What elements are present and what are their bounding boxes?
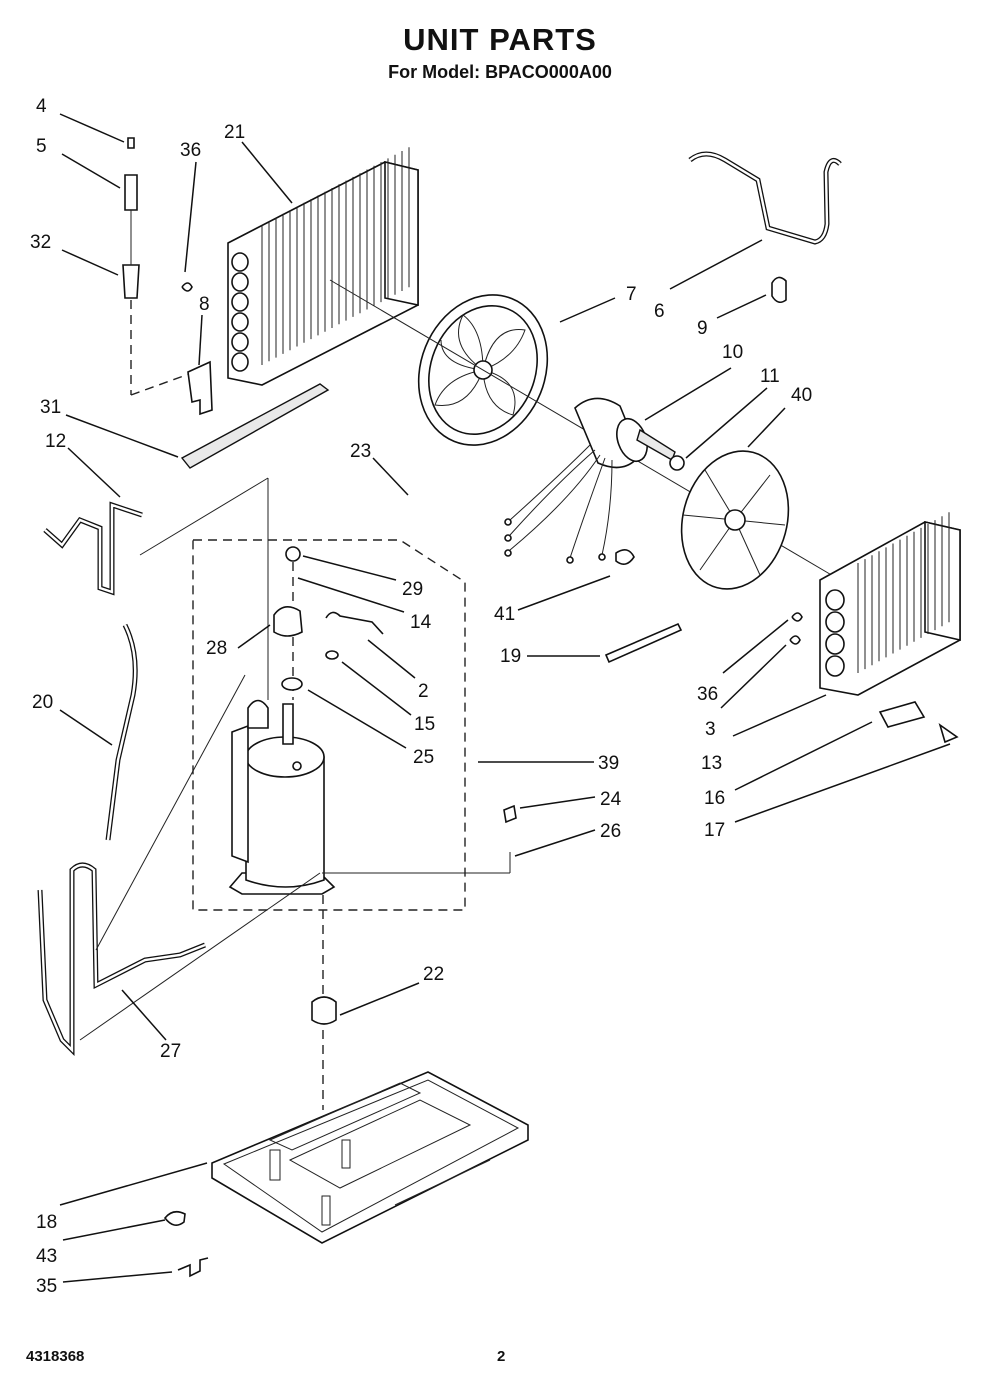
baffle-strip xyxy=(180,383,330,469)
retainer-clip xyxy=(615,549,635,565)
overload-wire xyxy=(325,611,384,635)
callout-2: 2 xyxy=(418,681,429,702)
callout-21: 21 xyxy=(224,122,245,143)
leader-lines xyxy=(59,113,951,1283)
retaining-spring xyxy=(177,1257,209,1278)
callout-43: 43 xyxy=(36,1246,57,1267)
clip-part xyxy=(181,282,193,292)
evaporator-coil xyxy=(819,512,961,696)
callout-9: 9 xyxy=(697,318,708,339)
coil-tube-bend xyxy=(231,332,249,352)
callout-40: 40 xyxy=(791,385,812,406)
terminal-nut xyxy=(285,546,301,562)
callout-35: 35 xyxy=(36,1276,57,1297)
callout-6: 6 xyxy=(654,301,665,322)
terminal-cover xyxy=(273,606,303,637)
mount-grommet xyxy=(503,804,517,824)
callout-8: 8 xyxy=(199,294,210,315)
coil-tube-bend xyxy=(825,633,845,655)
callout-18: 18 xyxy=(36,1212,57,1233)
coil-tube-bend xyxy=(231,312,249,332)
callout-41: 41 xyxy=(494,604,515,625)
callout-5: 5 xyxy=(36,136,47,157)
base-pan xyxy=(211,1071,529,1244)
callout-32: 32 xyxy=(30,232,51,253)
callout-16: 16 xyxy=(704,788,725,809)
callout-36b: 36 xyxy=(697,684,718,705)
callout-22: 22 xyxy=(423,964,444,985)
filter-plate xyxy=(878,701,926,728)
callout-27: 27 xyxy=(160,1041,181,1062)
suction-tube-core xyxy=(38,863,206,1053)
mounting-bracket xyxy=(187,360,213,416)
callout-28: 28 xyxy=(206,638,227,659)
fan-nut xyxy=(669,455,685,471)
coil-tube-bend xyxy=(825,611,845,633)
callout-39: 39 xyxy=(598,753,619,774)
support-wire xyxy=(688,151,842,245)
suction-tube xyxy=(37,862,206,1057)
callout-7: 7 xyxy=(626,284,637,305)
support-wire-core xyxy=(689,152,841,244)
callout-23: 23 xyxy=(350,441,371,462)
wire-clip xyxy=(771,276,787,304)
callout-labels: 4 5 32 36 21 8 31 12 23 29 14 28 2 15 25… xyxy=(30,96,812,1297)
capillary-tube-core xyxy=(106,624,137,841)
coil-tube-bend xyxy=(231,252,249,272)
discharge-tube-core xyxy=(44,503,143,594)
callout-14: 14 xyxy=(410,612,432,633)
compressor-foot xyxy=(311,996,337,1025)
grommet xyxy=(325,650,339,660)
callout-11: 11 xyxy=(760,366,780,387)
coil-tube-bend xyxy=(231,352,249,372)
callout-3: 3 xyxy=(705,719,716,740)
callout-17: 17 xyxy=(704,820,725,841)
callout-10: 10 xyxy=(722,342,743,363)
callout-13: 13 xyxy=(701,753,722,774)
coil-tube-bend xyxy=(825,589,845,611)
page-title: UNIT PARTS xyxy=(403,22,597,57)
callout-26: 26 xyxy=(600,821,621,842)
callout-24: 24 xyxy=(600,789,622,810)
compressor xyxy=(228,699,336,895)
callout-4: 4 xyxy=(36,96,47,117)
filter-tab xyxy=(938,723,959,744)
mounting-screw xyxy=(604,622,683,664)
condenser-coil xyxy=(227,147,419,386)
document-number: 4318368 xyxy=(26,1348,85,1365)
compressor-group-boundary xyxy=(192,539,466,911)
thermistor-assembly xyxy=(122,137,201,396)
gasket xyxy=(281,677,303,691)
coil-tube-bend xyxy=(231,292,249,312)
model-subtitle: For Model: BPACO000A00 xyxy=(388,62,612,82)
callout-20: 20 xyxy=(32,692,53,713)
page-number: 2 xyxy=(497,1348,506,1365)
callout-15: 15 xyxy=(414,714,435,735)
coil-tube-bend xyxy=(231,272,249,292)
fan-motor xyxy=(504,397,676,564)
callout-29: 29 xyxy=(402,579,423,600)
drain-plug xyxy=(163,1210,186,1226)
callout-36: 36 xyxy=(180,140,201,161)
discharge-tube xyxy=(43,501,143,596)
blower-wheel xyxy=(680,450,790,590)
callout-25: 25 xyxy=(413,747,434,768)
coil-clip-lower xyxy=(789,635,801,645)
callout-31: 31 xyxy=(40,397,61,418)
callout-12: 12 xyxy=(45,431,66,452)
coil-tube-bend xyxy=(825,655,845,677)
coil-clip-upper xyxy=(791,612,803,622)
callout-19: 19 xyxy=(500,646,521,667)
